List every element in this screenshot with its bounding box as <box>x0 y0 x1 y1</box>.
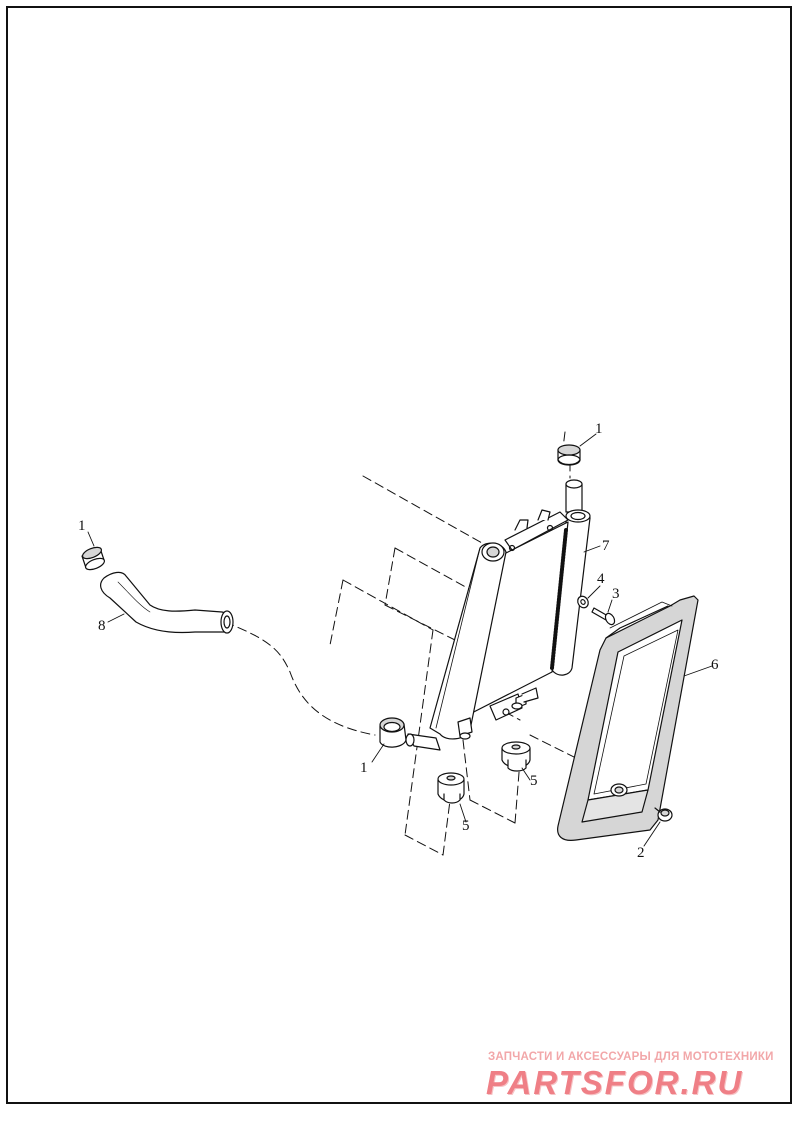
callout-labels: 1 1 8 7 4 3 6 1 5 5 2 <box>78 421 719 861</box>
grommet-left <box>437 772 465 804</box>
washer <box>577 595 589 609</box>
grommet-right <box>501 741 531 772</box>
screw <box>591 607 616 626</box>
callout-4: 4 <box>597 571 605 587</box>
callout-3: 3 <box>612 586 620 602</box>
radiator <box>405 479 591 751</box>
callout-6: 6 <box>711 657 719 673</box>
callout-1-top: 1 <box>595 421 603 437</box>
push-fastener <box>654 807 673 822</box>
callout-5-right: 5 <box>530 773 538 789</box>
hose-clamp-left <box>81 546 106 571</box>
callout-1-left: 1 <box>78 518 86 534</box>
watermark-tagline: ЗАПЧАСТИ И АКСЕССУАРЫ ДЛЯ МОТОТЕХНИКИ <box>488 1051 774 1063</box>
watermark-logo: PARTSFOR.RU <box>486 1064 744 1101</box>
radiator-shroud <box>557 595 699 841</box>
callout-5-left: 5 <box>462 818 470 834</box>
hose-clamp-top <box>557 444 581 466</box>
callout-7: 7 <box>602 538 610 554</box>
hose <box>100 571 234 634</box>
callout-1-middle: 1 <box>360 760 368 776</box>
leader-lines <box>87 433 713 847</box>
callout-2: 2 <box>637 845 645 861</box>
hose-clamp-middle <box>379 717 407 748</box>
callout-8: 8 <box>98 618 106 634</box>
drawing-frame <box>6 6 792 1104</box>
